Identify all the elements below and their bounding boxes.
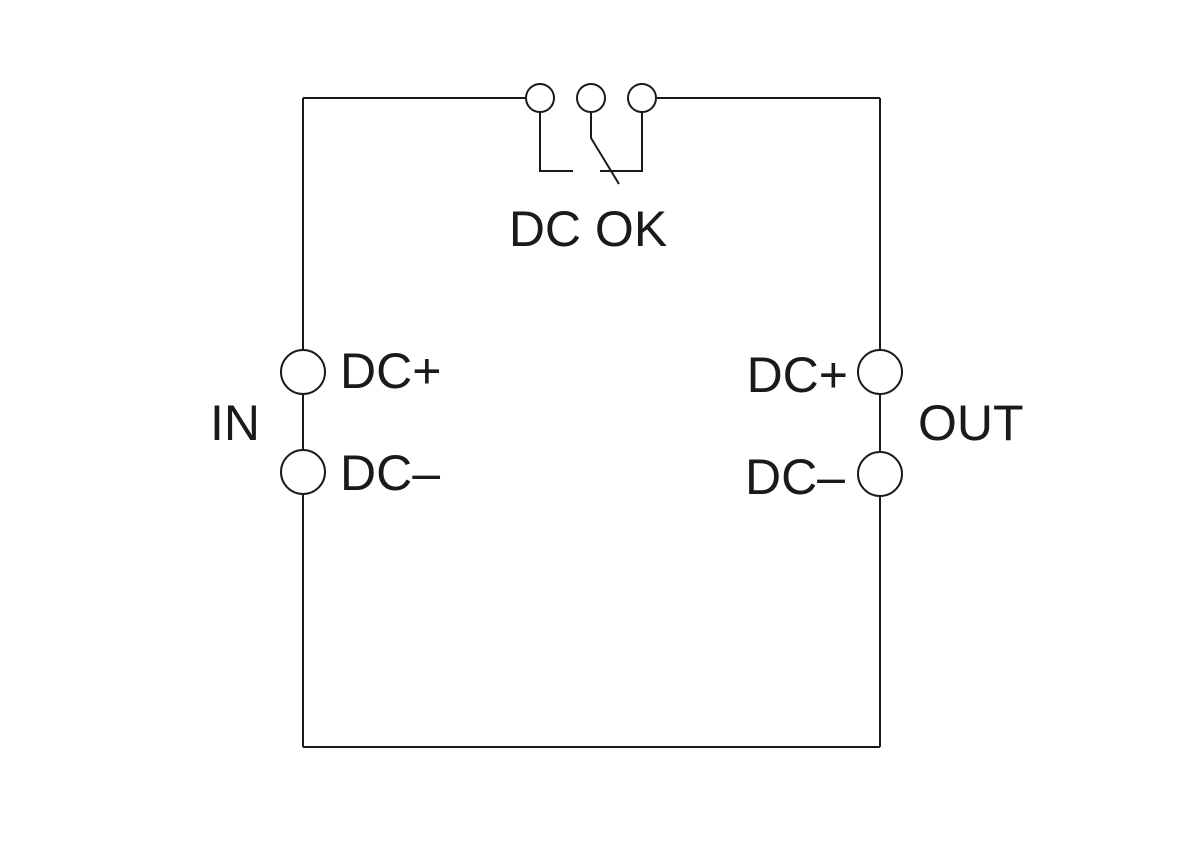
relay-contact [525,83,657,185]
input-group-label: IN [210,395,260,451]
relay-terminal-3 [627,83,657,113]
relay-contact-left-leg [539,112,573,172]
input-negative-terminal [280,449,326,495]
output-terminals [857,349,903,497]
relay-label: DC OK [509,201,667,257]
output-positive-label: DC+ [747,347,848,403]
output-negative-terminal [857,451,903,497]
device-outline [302,97,881,748]
input-positive-terminal [280,349,326,395]
relay-terminal-1 [525,83,555,113]
relay-contact-switch-arm [590,112,620,185]
relay-contact-right-leg [600,112,643,172]
output-negative-label: DC– [745,449,845,505]
relay-terminal-2 [576,83,606,113]
output-positive-terminal [857,349,903,395]
input-positive-label: DC+ [340,343,441,399]
input-terminals [280,349,326,495]
output-group-label: OUT [918,395,1024,451]
input-negative-label: DC– [340,445,440,501]
